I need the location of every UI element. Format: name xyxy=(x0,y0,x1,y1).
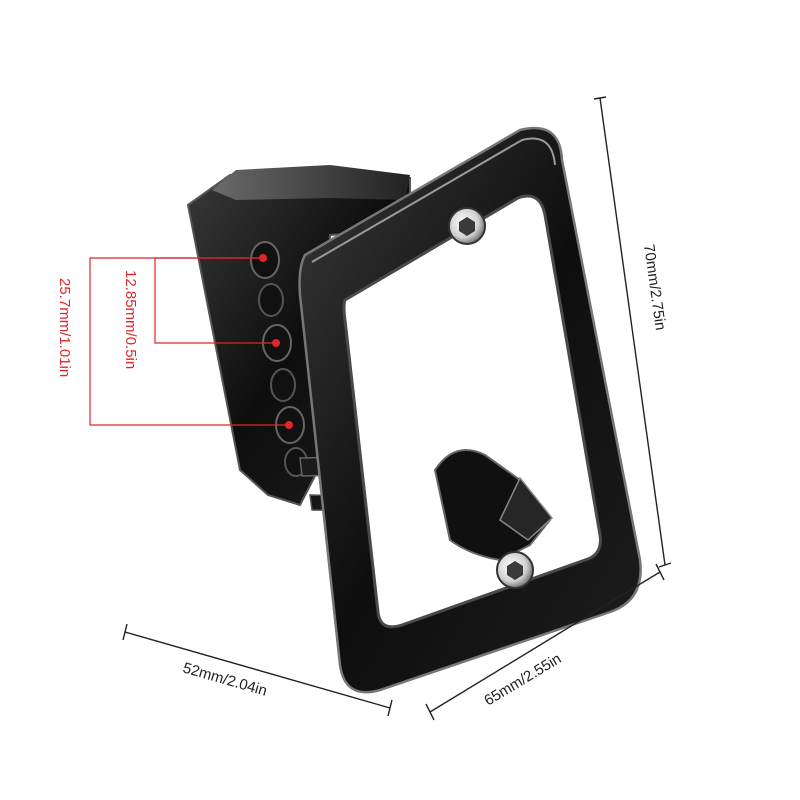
hex-bolt-lower-icon xyxy=(496,551,534,589)
bracket-mount-icon xyxy=(186,126,642,694)
depth-label: 65mm/2.55in xyxy=(481,650,564,709)
width-label: 52mm/2.04in xyxy=(181,660,269,700)
height-dim-line xyxy=(599,97,666,566)
width-dim-line xyxy=(124,631,391,709)
dimension-lines xyxy=(122,96,672,721)
hole-spacing-large-label: 25.7mm/1.01in xyxy=(56,278,73,377)
depth-dim-line xyxy=(429,571,661,713)
latch-tip xyxy=(499,476,554,541)
height-label: 70mm/2.75in xyxy=(640,243,669,331)
frame-highlight xyxy=(311,137,556,263)
hole-markers xyxy=(89,254,293,429)
hole-spacing-small-label: 12.85mm/0.5in xyxy=(122,270,139,369)
hex-bolt-icon xyxy=(448,207,486,245)
dim-line-large xyxy=(89,257,285,426)
back-plate-top xyxy=(212,165,410,200)
